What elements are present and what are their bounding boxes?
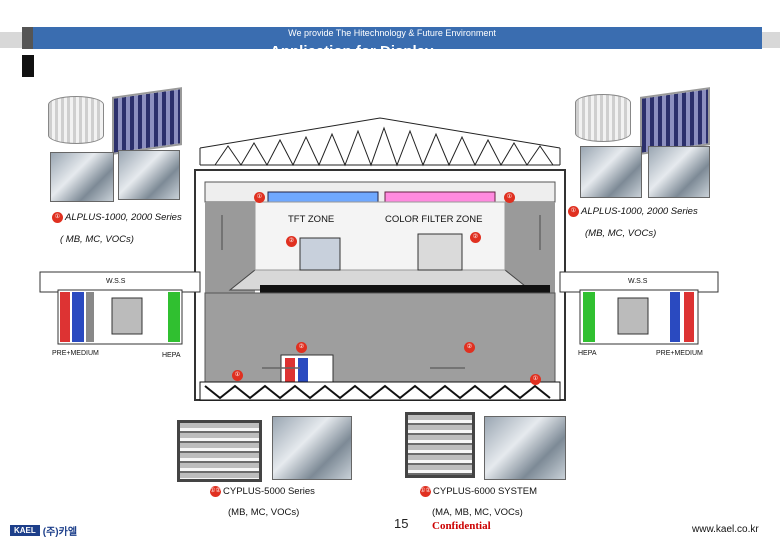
subfab	[204, 292, 556, 384]
hepa-label-right: HEPA	[578, 350, 597, 357]
right-product-sub: (MB, MC, VOCs)	[585, 228, 657, 239]
pre-medium-label-left: PRE+MEDIUM	[52, 350, 99, 357]
cyplus5000-name: CYPLUS-5000 Series	[223, 486, 315, 498]
panel-filter-photo-left-2	[118, 150, 180, 200]
marker-circle: ①	[504, 192, 515, 203]
left-product-name: ALPLUS-1000, 2000 Series	[65, 212, 182, 224]
subfab-filter-red	[285, 358, 295, 383]
header-banner: We provide The Hitechnology & Future Env…	[22, 27, 762, 49]
page-number: 15	[394, 516, 409, 531]
cyplus6000-sub: (MA, MB, MC, VOCs)	[432, 507, 523, 518]
tft-equipment	[299, 237, 341, 271]
marker-circle: ①	[568, 206, 579, 217]
pre-medium-label-right: PRE+MEDIUM	[656, 350, 703, 357]
marker-circle: ②	[296, 342, 307, 353]
marker-circle: ①	[530, 374, 541, 385]
ahu-right	[579, 289, 699, 345]
left-product-sub: ( MB, MC, VOCs)	[60, 234, 134, 245]
ahu-left	[57, 289, 183, 345]
cyplus6000-name: CYPLUS-6000 SYSTEM	[433, 486, 538, 498]
marker-circle: ①②	[420, 486, 431, 497]
banner-tab	[22, 27, 33, 49]
section-marker	[22, 55, 34, 77]
panel-filter-photo-bottom-left	[272, 416, 352, 480]
hepa-label-left: HEPA	[162, 352, 181, 359]
color-filter-equipment	[417, 233, 463, 271]
cyplus5000-sub: (MB, MC, VOCs)	[228, 507, 300, 518]
marker-circle: ②	[464, 342, 475, 353]
cylinder-filter-photo-right	[575, 94, 631, 142]
company-logo: KAEL(주)카엘	[10, 522, 110, 539]
page-title: Application for Display	[270, 43, 434, 55]
grating-floor	[260, 285, 550, 293]
banner-text: We provide The Hitechnology & Future Env…	[288, 28, 496, 38]
panel-filter-photo-right-1	[580, 146, 642, 198]
wss-label-right: W.S.S	[628, 278, 648, 285]
logo-text: (주)카엘	[42, 527, 78, 539]
foundation-truss	[204, 384, 551, 400]
marker-circle: ①	[254, 192, 265, 203]
cyplus6000-unit-photo	[405, 412, 475, 478]
marker-circle: ②	[286, 236, 297, 247]
panel-filter-photo-left-1	[50, 152, 114, 202]
subfab-filter-blue	[298, 358, 308, 383]
louver-filter-photo	[177, 420, 262, 482]
confidential-label: Confidential	[432, 520, 491, 532]
marker-circle: ②	[470, 232, 481, 243]
marker-circle: ①②	[210, 486, 221, 497]
cleanroom-space	[254, 201, 506, 271]
marker-circle: ①	[52, 212, 63, 223]
logo-box: KAEL	[10, 525, 40, 537]
airflow-arrows	[221, 215, 541, 369]
company-url[interactable]: www.kael.co.kr	[692, 524, 759, 535]
panel-filter-photo-bottom-right	[484, 416, 566, 480]
wss-label-left: W.S.S	[106, 278, 126, 285]
panel-filter-photo-right-2	[648, 146, 710, 198]
roof-truss	[199, 117, 561, 167]
zone-label-color-filter: COLOR FILTER ZONE	[385, 214, 483, 225]
zone-label-tft: TFT ZONE	[288, 214, 335, 225]
right-product-name: ALPLUS-1000, 2000 Series	[581, 206, 698, 218]
marker-circle: ①	[232, 370, 243, 381]
cylinder-filter-photo-left	[48, 96, 104, 144]
